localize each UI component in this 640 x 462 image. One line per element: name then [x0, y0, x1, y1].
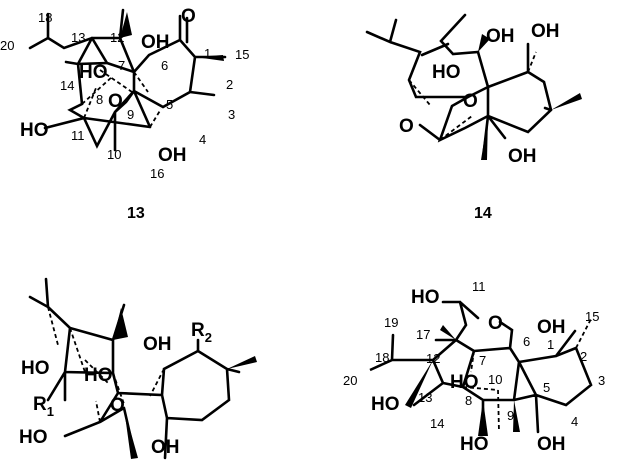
oh-label-14-top: OH: [486, 26, 515, 47]
oh-label-c4-c5: OH: [537, 434, 566, 455]
svg-text:10: 10: [488, 372, 502, 387]
svg-text:17: 17: [416, 327, 430, 342]
svg-text:4: 4: [571, 414, 578, 429]
svg-text:15: 15: [235, 47, 249, 62]
svg-text:14: 14: [430, 416, 444, 431]
svg-text:7: 7: [479, 353, 486, 368]
svg-text:13: 13: [418, 390, 432, 405]
oh-label-13-top: OH: [141, 32, 170, 53]
svg-text:5: 5: [543, 380, 550, 395]
svg-text:7: 7: [118, 58, 125, 73]
oh-label-c4-c1: OH: [537, 317, 566, 338]
ho-label-14-left: HO: [432, 62, 461, 83]
svg-text:8: 8: [96, 92, 103, 107]
ho-label-c4-c8: HO: [460, 434, 489, 455]
ho-label-c3-mid: HO: [84, 365, 113, 386]
svg-text:2: 2: [580, 349, 587, 364]
oh-label-13-c5: OH: [158, 145, 187, 166]
compound-4: HO O OH HO HO HO OH 11 6 15 19 17 1 2 18…: [343, 279, 605, 455]
svg-text:4: 4: [199, 132, 206, 147]
oh-label-c3-top: OH: [143, 334, 172, 355]
ho-label-13-c8: HO: [79, 62, 108, 83]
svg-text:8: 8: [465, 393, 472, 408]
svg-text:3: 3: [228, 107, 235, 122]
compound-id-13: 13: [127, 205, 145, 222]
svg-text:12: 12: [110, 30, 124, 45]
locants-13: 18 13 12 20 7 6 1 15 2 14 8 5 3 11 9 4 1…: [0, 10, 249, 181]
svg-text:1: 1: [204, 46, 211, 61]
svg-text:20: 20: [0, 38, 14, 53]
compound-14: OH OH HO O O OH 14: [365, 13, 582, 222]
locants-c4: 11 6 15 19 17 1 2 18 12 7 3 20 10 13 5 8…: [343, 279, 605, 431]
svg-text:6: 6: [523, 334, 530, 349]
compound-id-14: 14: [474, 205, 492, 222]
ring-o-label-14: O: [463, 91, 478, 112]
svg-text:9: 9: [507, 408, 514, 423]
svg-text:5: 5: [166, 97, 173, 112]
ho-label-c3-left: HO: [21, 358, 50, 379]
svg-text:1: 1: [547, 337, 554, 352]
compound-3: R2 OH HO HO R1 O HO OH: [19, 277, 257, 460]
svg-text:11: 11: [472, 279, 486, 294]
compound-13: O OH HO O HO OH 18 13 12 20 7 6 1 15 2 1…: [0, 6, 249, 222]
svg-text:11: 11: [71, 128, 85, 143]
ho-label-c4-c11: HO: [411, 287, 440, 308]
svg-text:13: 13: [71, 30, 85, 45]
ho-label-c3-bottom: HO: [19, 427, 48, 448]
ring-o-label-13: O: [108, 91, 123, 112]
svg-text:16: 16: [150, 166, 164, 181]
oh-label-c3-bottom: OH: [151, 437, 180, 458]
svg-text:12: 12: [426, 351, 440, 366]
svg-text:18: 18: [38, 10, 52, 25]
ho-label-c4-c7: HO: [450, 372, 479, 393]
ring-o-label-c4: O: [488, 313, 503, 334]
ketone-o-label-14: O: [399, 116, 414, 137]
svg-text:10: 10: [107, 147, 121, 162]
svg-text:3: 3: [598, 373, 605, 388]
svg-text:6: 6: [161, 58, 168, 73]
svg-text:19: 19: [384, 315, 398, 330]
ho-label-c4-c13: HO: [371, 394, 400, 415]
oh-label-14-bottom: OH: [508, 146, 537, 167]
ho-label-13-c11: HO: [20, 120, 49, 141]
r2-label: R2: [191, 320, 212, 345]
ketone-o-label-13: O: [181, 6, 196, 27]
svg-text:15: 15: [585, 309, 599, 324]
ring-o-label-c3: O: [110, 395, 125, 416]
r1-label: R1: [33, 394, 54, 419]
oh-label-14-ring: OH: [531, 21, 560, 42]
svg-text:2: 2: [226, 77, 233, 92]
svg-text:18: 18: [375, 350, 389, 365]
svg-text:14: 14: [60, 78, 74, 93]
svg-text:20: 20: [343, 373, 357, 388]
svg-text:9: 9: [127, 107, 134, 122]
